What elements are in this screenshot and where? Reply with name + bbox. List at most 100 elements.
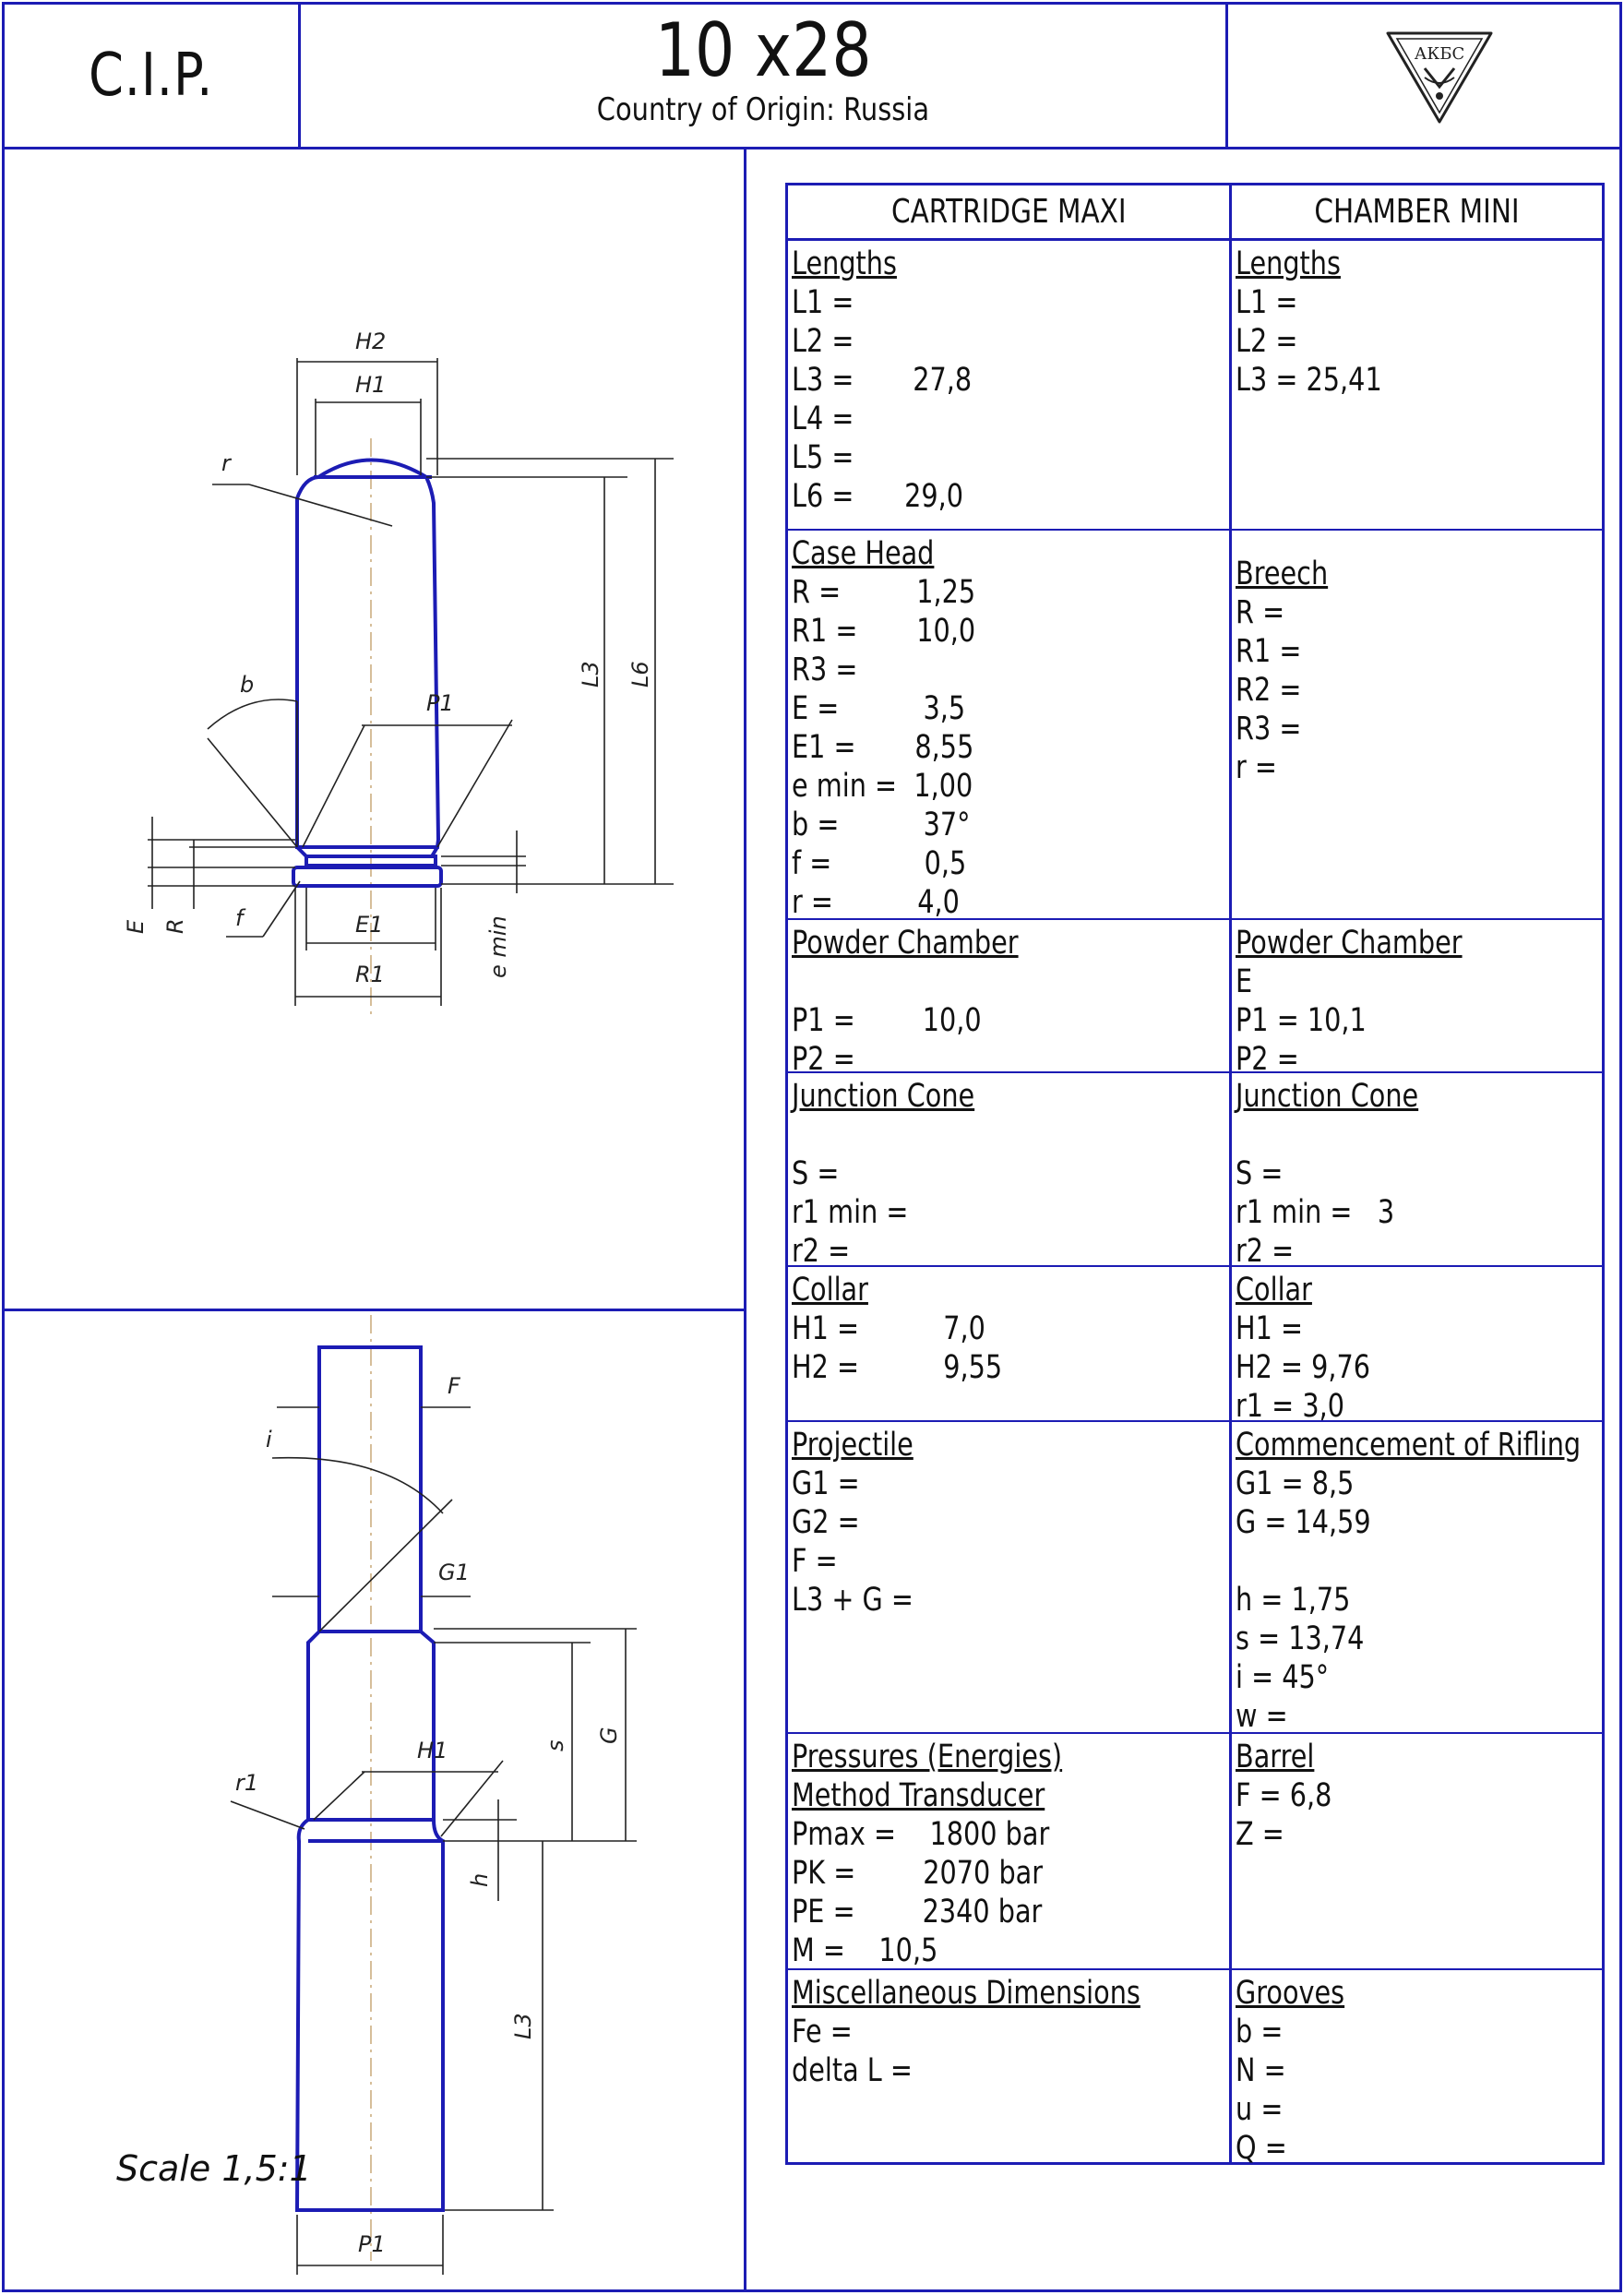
spec-row: R =: [1236, 594, 1285, 631]
logo: АКБС: [1386, 31, 1493, 124]
spec-row: E1 = 8,55: [792, 729, 974, 766]
spec-row: R3 =: [1236, 711, 1302, 747]
spec-row: H1 =: [1236, 1310, 1304, 1347]
spec-row: w =: [1236, 1698, 1288, 1735]
spec-row: N =: [1236, 2052, 1286, 2089]
dim-label-H2: H2: [355, 329, 386, 354]
spec-row: R1 =: [1236, 633, 1302, 670]
spec-row: f = 0,5: [792, 845, 967, 882]
section-title: Collar: [1236, 1272, 1312, 1309]
spec-row: G = 14,59: [1236, 1504, 1371, 1541]
spec-row: L6 = 29,0: [792, 478, 964, 515]
logo-text: АКБС: [1415, 44, 1465, 64]
spec-row: H1 = 7,0: [792, 1310, 985, 1347]
spec-row: F =: [792, 1543, 838, 1580]
spec-row: r1 = 3,0: [1236, 1388, 1345, 1425]
dim-label-H1b: H1: [417, 1738, 448, 1763]
section-title: Collar: [792, 1272, 868, 1309]
section-title: Grooves: [1236, 1975, 1345, 2012]
spec-row: H2 = 9,55: [792, 1349, 1003, 1386]
spec-row: S =: [1236, 1155, 1284, 1192]
spec-row: E: [1236, 963, 1253, 1000]
spec-row: PK = 2070 bar: [792, 1855, 1044, 1892]
dim-label-L6: L6: [627, 661, 653, 687]
col-header-cartridge: CARTRIDGE MAXI: [788, 185, 1229, 241]
section-title: Case Head: [792, 535, 935, 572]
section-title: Junction Cone: [1236, 1078, 1419, 1115]
spec-row: b = 37°: [792, 807, 971, 843]
section-title: Miscellaneous Dimensions: [792, 1975, 1140, 2012]
spec-row: r1 min =: [792, 1194, 909, 1231]
spec-row: Q =: [1236, 2130, 1287, 2167]
spec-row: r2 =: [792, 1233, 851, 1270]
spec-row: L5 =: [792, 439, 854, 476]
section-title: Commencement of Rifling: [1236, 1427, 1582, 1464]
spec-row: S =: [792, 1155, 840, 1192]
chamber-drawing: F i G1 s G H1 r1 h L3 P1: [230, 1315, 637, 2275]
cartridge-drawing: H2 H1 L3 L6 r b P1 E R f e min E1 R1: [123, 329, 674, 1015]
spec-row: L2 =: [1236, 323, 1298, 360]
dim-label-emin: e min: [485, 915, 511, 978]
dim-label-R1: R1: [355, 962, 385, 987]
spec-row: u =: [1236, 2091, 1284, 2128]
spec-row: e min = 1,00: [792, 768, 973, 805]
spec-row: M = 10,5: [792, 1932, 938, 1969]
spec-row: P1 = 10,0: [792, 1002, 982, 1039]
spec-row: L2 =: [792, 323, 854, 360]
dim-label-R: R: [162, 918, 188, 934]
spec-row: R1 = 10,0: [792, 613, 976, 650]
spec-row: R = 1,25: [792, 574, 976, 611]
spec-row: h = 1,75: [1236, 1582, 1351, 1619]
section-title: Pressures (Energies): [792, 1739, 1063, 1775]
spec-row: L4 =: [792, 400, 854, 437]
spec-row: b =: [1236, 2014, 1284, 2050]
dim-label-P1b: P1: [358, 2231, 386, 2257]
spec-row: R3 =: [792, 651, 858, 688]
section-title: Junction Cone: [792, 1078, 975, 1115]
spec-row: Pmax = 1800 bar: [792, 1816, 1050, 1853]
spec-row: H2 = 9,76: [1236, 1349, 1371, 1386]
col-header-chamber: CHAMBER MINI: [1232, 185, 1602, 241]
dim-label-i: i: [266, 1427, 272, 1452]
spec-row: F = 6,8: [1236, 1777, 1332, 1814]
page-subtitle: Country of Origin: Russia: [596, 91, 930, 128]
dim-label-b: b: [240, 672, 254, 698]
dim-label-L3: L3: [578, 661, 603, 687]
spec-row: delta L =: [792, 2052, 913, 2089]
dim-label-E: E: [123, 919, 149, 934]
section-junction-cone: Junction Cone S =r1 min =r2 =: [788, 1071, 1229, 1270]
spec-row: i = 45°: [1236, 1659, 1330, 1696]
dim-label-h: h: [467, 1873, 493, 1887]
section-title: Breech: [1236, 556, 1329, 592]
spec-row: Fe =: [792, 2014, 853, 2050]
spec-row: G1 = 8,5: [1236, 1465, 1355, 1502]
dim-label-s: s: [543, 1739, 568, 1751]
spec-row: L3 = 27,8: [792, 362, 973, 399]
org-label: C.I.P.: [89, 42, 214, 110]
scale-label: Scale 1,5:1: [116, 2148, 312, 2189]
spec-row: P1 = 10,1: [1236, 1002, 1367, 1039]
dim-label-L3b: L3: [510, 2013, 536, 2039]
dim-label-r1: r1: [235, 1770, 258, 1796]
spec-row: L1 =: [1236, 284, 1298, 321]
spec-row: E = 3,5: [792, 690, 966, 727]
spec-panel: [744, 147, 1622, 2292]
section-title: Powder Chamber: [1236, 925, 1463, 962]
spec-row: L3 + G =: [792, 1582, 914, 1619]
section-title: Projectile: [792, 1427, 914, 1464]
dim-label-G: G: [596, 1727, 622, 1744]
